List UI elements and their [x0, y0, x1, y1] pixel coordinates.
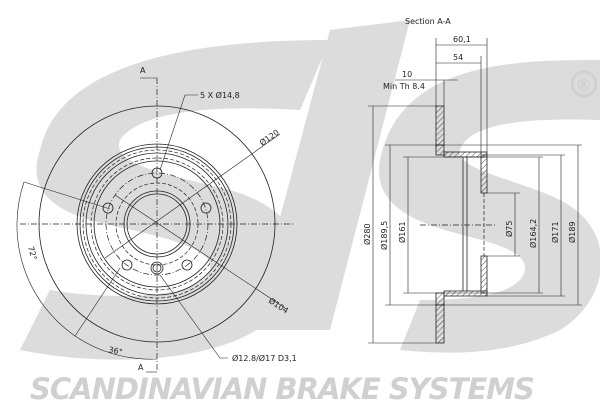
- dia-164-2-label: Ø164,2: [528, 219, 538, 248]
- section-title: Section A-A: [405, 17, 451, 26]
- bolt-holes-label: 5 X Ø14,8: [200, 90, 240, 100]
- pcd-label: Ø120: [257, 127, 280, 148]
- brand-name: SCANDINAVIAN BRAKE SYSTEMS: [30, 372, 534, 400]
- angle-36-label: 36°: [108, 345, 124, 357]
- overall-height-label: 60,1: [453, 35, 471, 44]
- section-marker-top: A: [140, 66, 146, 75]
- angle-72-label: 72°: [26, 245, 38, 261]
- dia-280-label: Ø280: [362, 223, 372, 245]
- dia-171-label: Ø171: [550, 221, 560, 243]
- registered-mark: ®: [570, 70, 598, 98]
- sbs-watermark-logo: [20, 20, 600, 360]
- front-view: A A 5 X Ø14,8 Ø120 Ø104 Ø12.8/Ø17 D3,1 7…: [16, 66, 297, 373]
- locating-hole-label: Ø12.8/Ø17 D3,1: [232, 353, 297, 363]
- hat-height-label: 54: [453, 53, 463, 62]
- dia-189-5-label: Ø189,5: [379, 221, 389, 250]
- svg-text:®: ®: [576, 76, 593, 96]
- section-view: Section A-A 60,1 54 10 Min Th 8.4: [362, 17, 582, 344]
- dia-189-label: Ø189: [567, 221, 577, 243]
- dia-75-label: Ø75: [504, 221, 514, 237]
- dia-161-label: Ø161: [397, 221, 407, 243]
- section-marker-bottom: A: [138, 363, 144, 372]
- min-thickness-label: Min Th 8.4: [383, 82, 425, 91]
- thickness-label: 10: [402, 70, 412, 79]
